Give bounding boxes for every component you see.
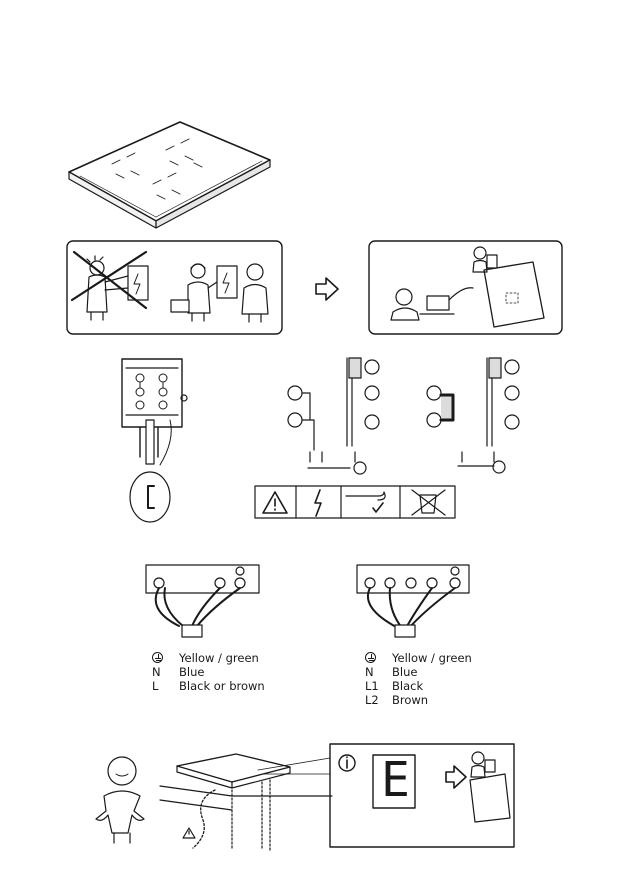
arrow-right-icon bbox=[315, 277, 339, 301]
crossed-bin-icon bbox=[411, 489, 446, 516]
installed-cooktop bbox=[159, 753, 333, 851]
legend-row: Yellow / green bbox=[152, 651, 265, 665]
terminal-block bbox=[121, 358, 188, 523]
legend-row: N Blue bbox=[365, 665, 418, 679]
lightning-icon bbox=[314, 489, 322, 517]
earth-icon bbox=[152, 652, 163, 663]
cooktop-illustration bbox=[68, 121, 271, 229]
legend-row: L1 Black bbox=[365, 679, 424, 693]
legend-row: L Black or brown bbox=[152, 679, 265, 693]
legend-row: L2 Brown bbox=[365, 693, 429, 707]
legend-single-phase: Yellow / green N Blue L Black or brown bbox=[152, 651, 265, 693]
error-code-display: E bbox=[381, 752, 410, 808]
user-figure bbox=[95, 756, 145, 844]
qualified-installer-panel bbox=[66, 240, 283, 335]
legend-two-phase: Yellow / green N Blue L1 Black L2 Brown bbox=[365, 651, 472, 707]
safety-icons-strip bbox=[254, 485, 456, 519]
service-manual-panel bbox=[368, 240, 563, 335]
info-icon bbox=[338, 754, 356, 772]
single-phase-connection bbox=[145, 564, 260, 638]
screwdriver-icon bbox=[345, 491, 386, 513]
earth-icon bbox=[365, 652, 376, 663]
warning-triangle-icon bbox=[262, 491, 288, 514]
bridge-config-2 bbox=[426, 357, 520, 474]
two-phase-connection bbox=[356, 564, 470, 638]
legend-row: N Blue bbox=[152, 665, 205, 679]
legend-row: Yellow / green bbox=[365, 651, 472, 665]
bridge-config-1 bbox=[287, 357, 380, 475]
info-panel bbox=[329, 743, 515, 848]
